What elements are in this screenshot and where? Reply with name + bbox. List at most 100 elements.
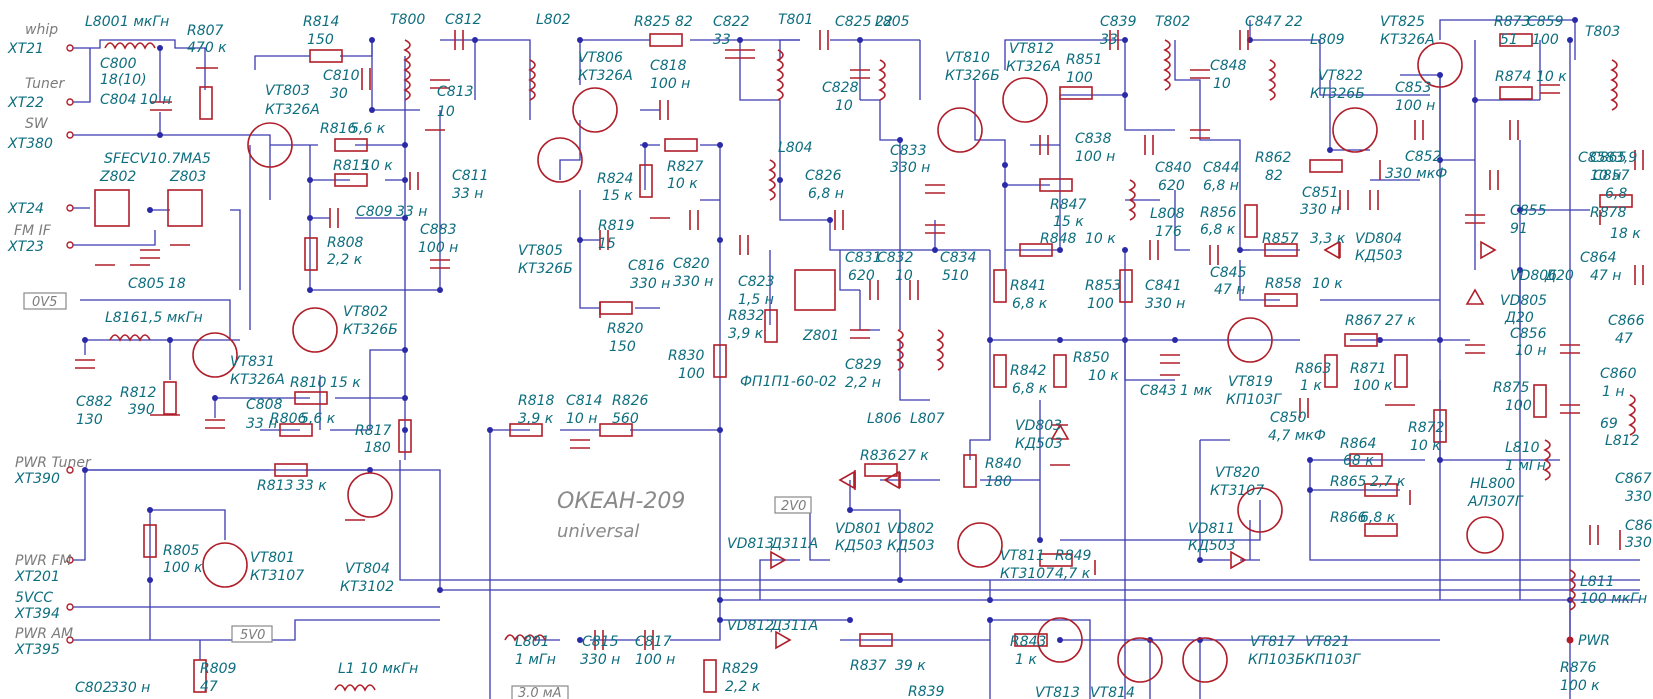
component-value: КТ3102 <box>340 579 394 595</box>
component-value: 330 <box>1625 489 1652 505</box>
component-value: КТ326А <box>230 372 285 388</box>
component-ref: C856 <box>1510 326 1547 342</box>
diode-vd803 <box>1050 423 1070 440</box>
component-value: 18 к <box>1610 226 1641 242</box>
component-ref: C850 <box>1270 410 1307 426</box>
schematic-title: ОКЕАН-209 <box>557 489 685 514</box>
junction-dots <box>82 17 1578 643</box>
resistor-r826 <box>599 423 633 437</box>
component-ref: C826 <box>805 168 842 184</box>
component-ref: L1 <box>338 661 355 677</box>
component-ref: R820 <box>607 321 644 337</box>
capacitor-c813 <box>430 79 450 89</box>
component-value: 180 <box>364 440 391 456</box>
component-ref: C882 <box>76 394 113 410</box>
component-value: 22 <box>1285 14 1303 30</box>
component-ref: VT804 <box>345 561 390 577</box>
component-value: КП103Г <box>1305 652 1361 668</box>
transistor-vt803 <box>247 122 293 168</box>
component-ref: R809 <box>200 661 237 677</box>
connector-name: FM IF <box>14 223 52 239</box>
component-ref: C833 <box>890 143 927 159</box>
capacitor-c831 <box>869 280 879 300</box>
component-value: 10 <box>895 268 913 284</box>
capacitor-c841 <box>1149 240 1159 260</box>
component-ref: R807 <box>187 23 224 39</box>
transformer-t800 <box>403 39 411 101</box>
capacitor-c855 <box>1465 214 1485 224</box>
net-tag: 5V0 <box>240 628 265 643</box>
component-ref: C814 <box>566 393 603 409</box>
capacitor-c852 <box>1369 190 1379 210</box>
component-ref: Z803 <box>169 169 206 185</box>
diode-vd801 <box>838 470 856 490</box>
component-value: 560 <box>612 411 639 427</box>
component-ref: C858 <box>1578 150 1615 166</box>
component-value: КТ326Б <box>945 68 1000 84</box>
component-value: 130 <box>76 412 103 428</box>
resistor-r816 <box>334 138 368 152</box>
connector-name: PWR FM <box>15 553 72 569</box>
component-ref: R824 <box>597 171 633 187</box>
net-tag: 2V0 <box>781 499 806 514</box>
component-value: 620 <box>848 268 875 284</box>
component-value: 91 <box>1510 221 1528 237</box>
component-ref: C823 <box>738 274 775 290</box>
component-value: 1 к <box>1300 378 1322 394</box>
component-ref: R840 <box>985 456 1022 472</box>
component-value: 330 мкФ <box>1385 166 1447 182</box>
resistor-r815 <box>334 173 368 187</box>
component-value: 15 к <box>602 188 633 204</box>
component-ref: R871 <box>1350 361 1386 377</box>
component-ref: VD803 <box>1015 418 1062 434</box>
component-ref: L802 <box>536 12 571 28</box>
component-value: 1,5 н <box>738 292 774 308</box>
component-value: 6,8 к <box>1012 381 1048 397</box>
component-value: 3,9 <box>1615 150 1637 166</box>
component-value: 39 к <box>895 658 926 674</box>
component-value: КД503 <box>1355 248 1403 264</box>
component-ref: C865 <box>1590 150 1627 166</box>
component-value: 100 мкГн <box>1580 591 1647 607</box>
component-ref: C816 <box>628 258 665 274</box>
capacitor-c844 <box>1190 129 1210 139</box>
component-ref: R805 <box>163 543 200 559</box>
component-value: 330 н <box>1300 202 1340 218</box>
component-ref: L809 <box>1310 32 1345 48</box>
resistor-r842 <box>993 354 1007 388</box>
component-ref: C825 <box>835 14 872 30</box>
resistor-r874 <box>1499 86 1533 100</box>
led-hl800 <box>1466 516 1504 554</box>
component-ref: R810 <box>290 375 327 391</box>
resistor-r849 <box>1039 553 1073 567</box>
resistor-r807 <box>199 86 213 120</box>
component-ref: VT814 <box>1090 685 1135 699</box>
component-value: 390 <box>128 402 155 418</box>
component-ref: T801 <box>778 12 813 28</box>
component-ref: VD805 <box>1500 293 1547 309</box>
component-ref: C860 <box>1600 366 1637 382</box>
component-ref: C868 <box>1625 518 1653 534</box>
capacitor-c811 <box>409 172 419 190</box>
net-tag: PWR <box>1578 633 1610 649</box>
component-ref: C809 <box>356 204 393 220</box>
component-ref: C818 <box>650 58 687 74</box>
capacitor-c818 <box>659 100 669 120</box>
component-value: 6,8 <box>1605 186 1627 202</box>
component-ref: VD812 <box>727 618 774 634</box>
capacitor-c859 <box>1540 84 1560 94</box>
transformer-t802 <box>1163 39 1171 91</box>
component-ref: R836 <box>860 448 897 464</box>
component-value: 33 <box>1100 32 1118 48</box>
capacitor-c808 <box>205 419 225 429</box>
resistor-r871 <box>1394 354 1408 388</box>
component-value: 47 н <box>1214 282 1245 298</box>
inductor-l804 <box>768 159 776 201</box>
component-ref: R856 <box>1200 205 1237 221</box>
component-value: 10 к <box>1085 231 1116 247</box>
component-value: 18 <box>168 276 186 292</box>
component-ref: C839 <box>1100 14 1137 30</box>
ground-symbols <box>95 67 1621 575</box>
